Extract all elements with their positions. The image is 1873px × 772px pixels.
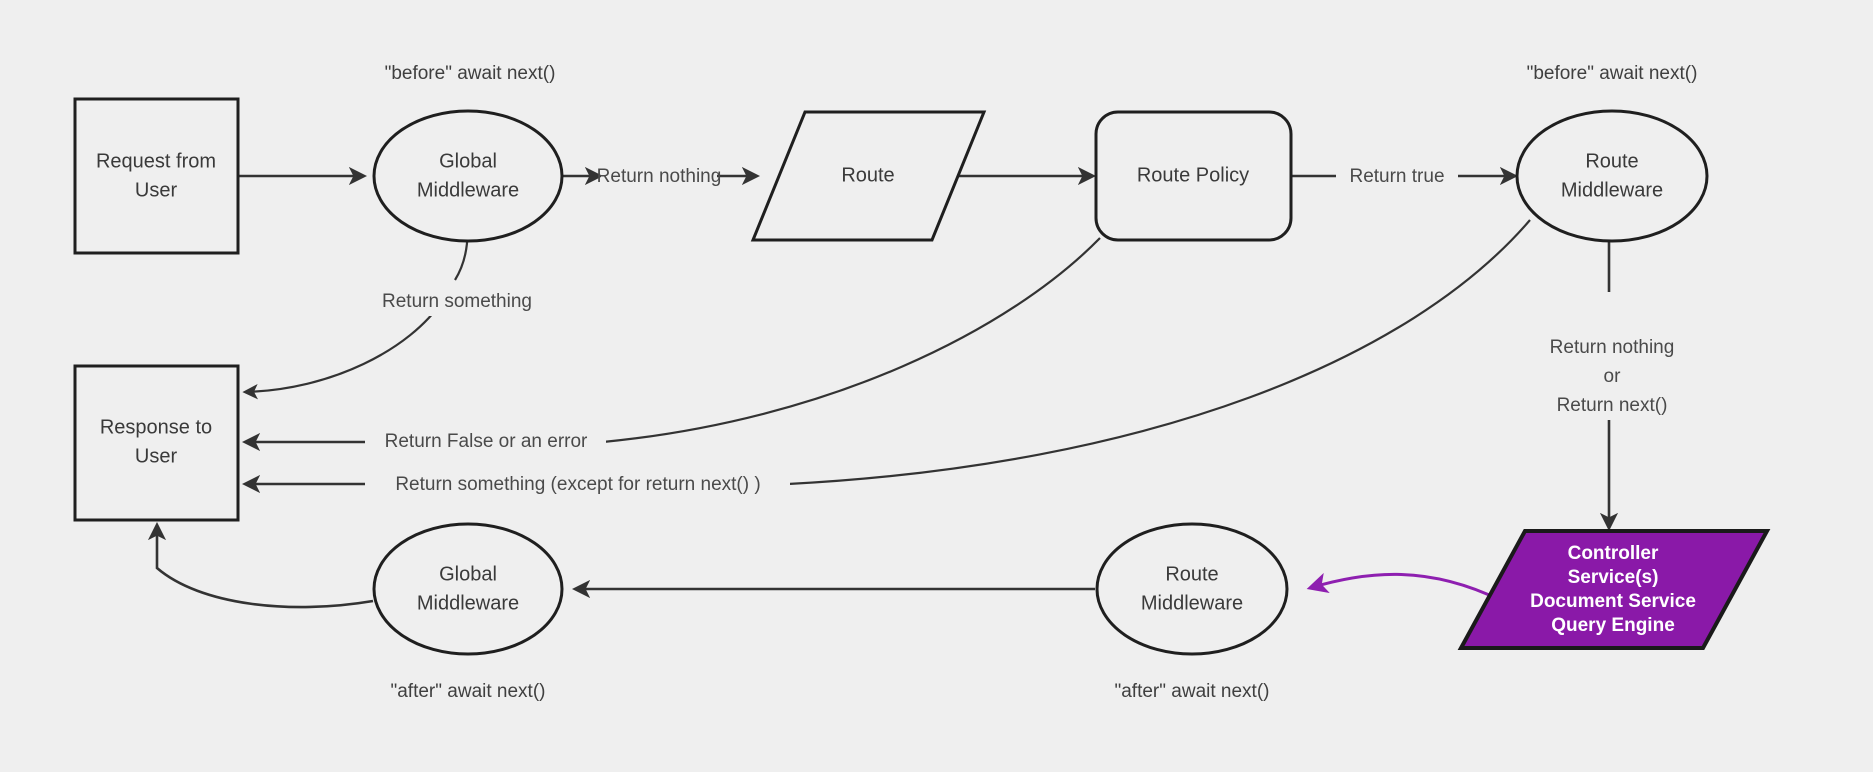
edge-global-middleware-bottom-to-response: [147, 521, 374, 609]
route-parallelogram: [750, 110, 987, 242]
controller-services-label-line3: Document Service: [1530, 591, 1696, 612]
node-route-middleware-top[interactable]: Route Middleware: [1515, 109, 1709, 243]
edge-label-bg-return-true: [1336, 162, 1458, 190]
edge-label-return-false-or-error: Return False or an error: [385, 431, 588, 452]
node-request-from-user[interactable]: Request from User: [73, 97, 240, 255]
edge-label-return-something: Return something: [382, 291, 532, 312]
response-to-user-label-line1: Response to: [100, 416, 212, 438]
route-policy-label: Route Policy: [1137, 164, 1249, 186]
route-label: Route: [841, 164, 894, 186]
controller-services-label-line2: Service(s): [1568, 567, 1659, 588]
global-middleware-bottom-label-line1: Global: [439, 563, 497, 585]
annotation-after-await-next-global: "after" await next(): [391, 681, 546, 702]
node-route[interactable]: Route: [750, 110, 987, 242]
edge-label-bg-return-false-or-error: [366, 428, 606, 456]
controller-services-parallelogram: [1457, 529, 1771, 650]
edge-label-return-nothing-or-next-line2: or: [1604, 366, 1622, 387]
node-route-policy[interactable]: Route Policy: [1094, 110, 1293, 242]
annotation-before-await-next-route: "before" await next(): [1527, 63, 1698, 84]
route-policy-rect: [1094, 110, 1293, 242]
edge-label-return-nothing: Return nothing: [597, 166, 722, 187]
edge-label-return-nothing-or-next-line3: Return next(): [1557, 395, 1668, 416]
request-from-user-label-line2: User: [135, 179, 178, 201]
global-middleware-bottom-ellipse: [372, 522, 564, 656]
edge-label-bg-return-something-except: [366, 470, 790, 498]
route-middleware-top-label-line2: Middleware: [1561, 179, 1663, 201]
edge-label-return-nothing-or-next-line1: Return nothing: [1550, 337, 1675, 358]
route-middleware-bottom-label-line1: Route: [1165, 563, 1218, 585]
edge-global-middleware-return-something-tail: [242, 299, 444, 400]
response-to-user-rect: [73, 364, 240, 522]
route-middleware-bottom-ellipse: [1095, 522, 1289, 656]
annotation-after-await-next-route: "after" await next(): [1115, 681, 1270, 702]
controller-services-label-line1: Controller: [1568, 543, 1659, 564]
global-middleware-bottom-label-line2: Middleware: [417, 592, 519, 614]
node-response-to-user[interactable]: Response to User: [73, 364, 240, 522]
route-middleware-top-ellipse: [1515, 109, 1709, 243]
node-global-middleware-top[interactable]: Global Middleware: [372, 109, 564, 243]
edge-route-middleware-return-something-except: [787, 219, 1531, 486]
edge-route-policy-return-false: [602, 237, 1101, 444]
route-middleware-bottom-label-line2: Middleware: [1141, 592, 1243, 614]
controller-services-label-line4: Query Engine: [1551, 615, 1675, 636]
request-from-user-rect: [73, 97, 240, 255]
response-to-user-label-line2: User: [135, 445, 178, 467]
edge-label-bg-return-nothing: [601, 162, 717, 190]
request-from-user-label-line1: Request from: [96, 150, 216, 172]
edge-label-return-something-except: Return something (except for return next…: [395, 474, 760, 495]
edge-label-bg-return-something: [366, 288, 540, 316]
global-middleware-top-label-line1: Global: [439, 150, 497, 172]
annotation-before-await-next-global: "before" await next(): [385, 63, 556, 84]
edge-label-bg-return-nothing-or-next: [1516, 332, 1708, 420]
route-middleware-top-label-line1: Route: [1585, 150, 1638, 172]
edge-label-return-true: Return true: [1349, 166, 1444, 187]
node-global-middleware-bottom[interactable]: Global Middleware: [372, 522, 564, 656]
node-route-middleware-bottom[interactable]: Route Middleware: [1095, 522, 1289, 656]
node-controller-services[interactable]: Controller Service(s) Document Service Q…: [1457, 529, 1771, 650]
global-middleware-top-label-line2: Middleware: [417, 179, 519, 201]
global-middleware-top-ellipse: [372, 109, 564, 243]
edge-controller-to-route-middleware-bottom: [1306, 572, 1501, 602]
